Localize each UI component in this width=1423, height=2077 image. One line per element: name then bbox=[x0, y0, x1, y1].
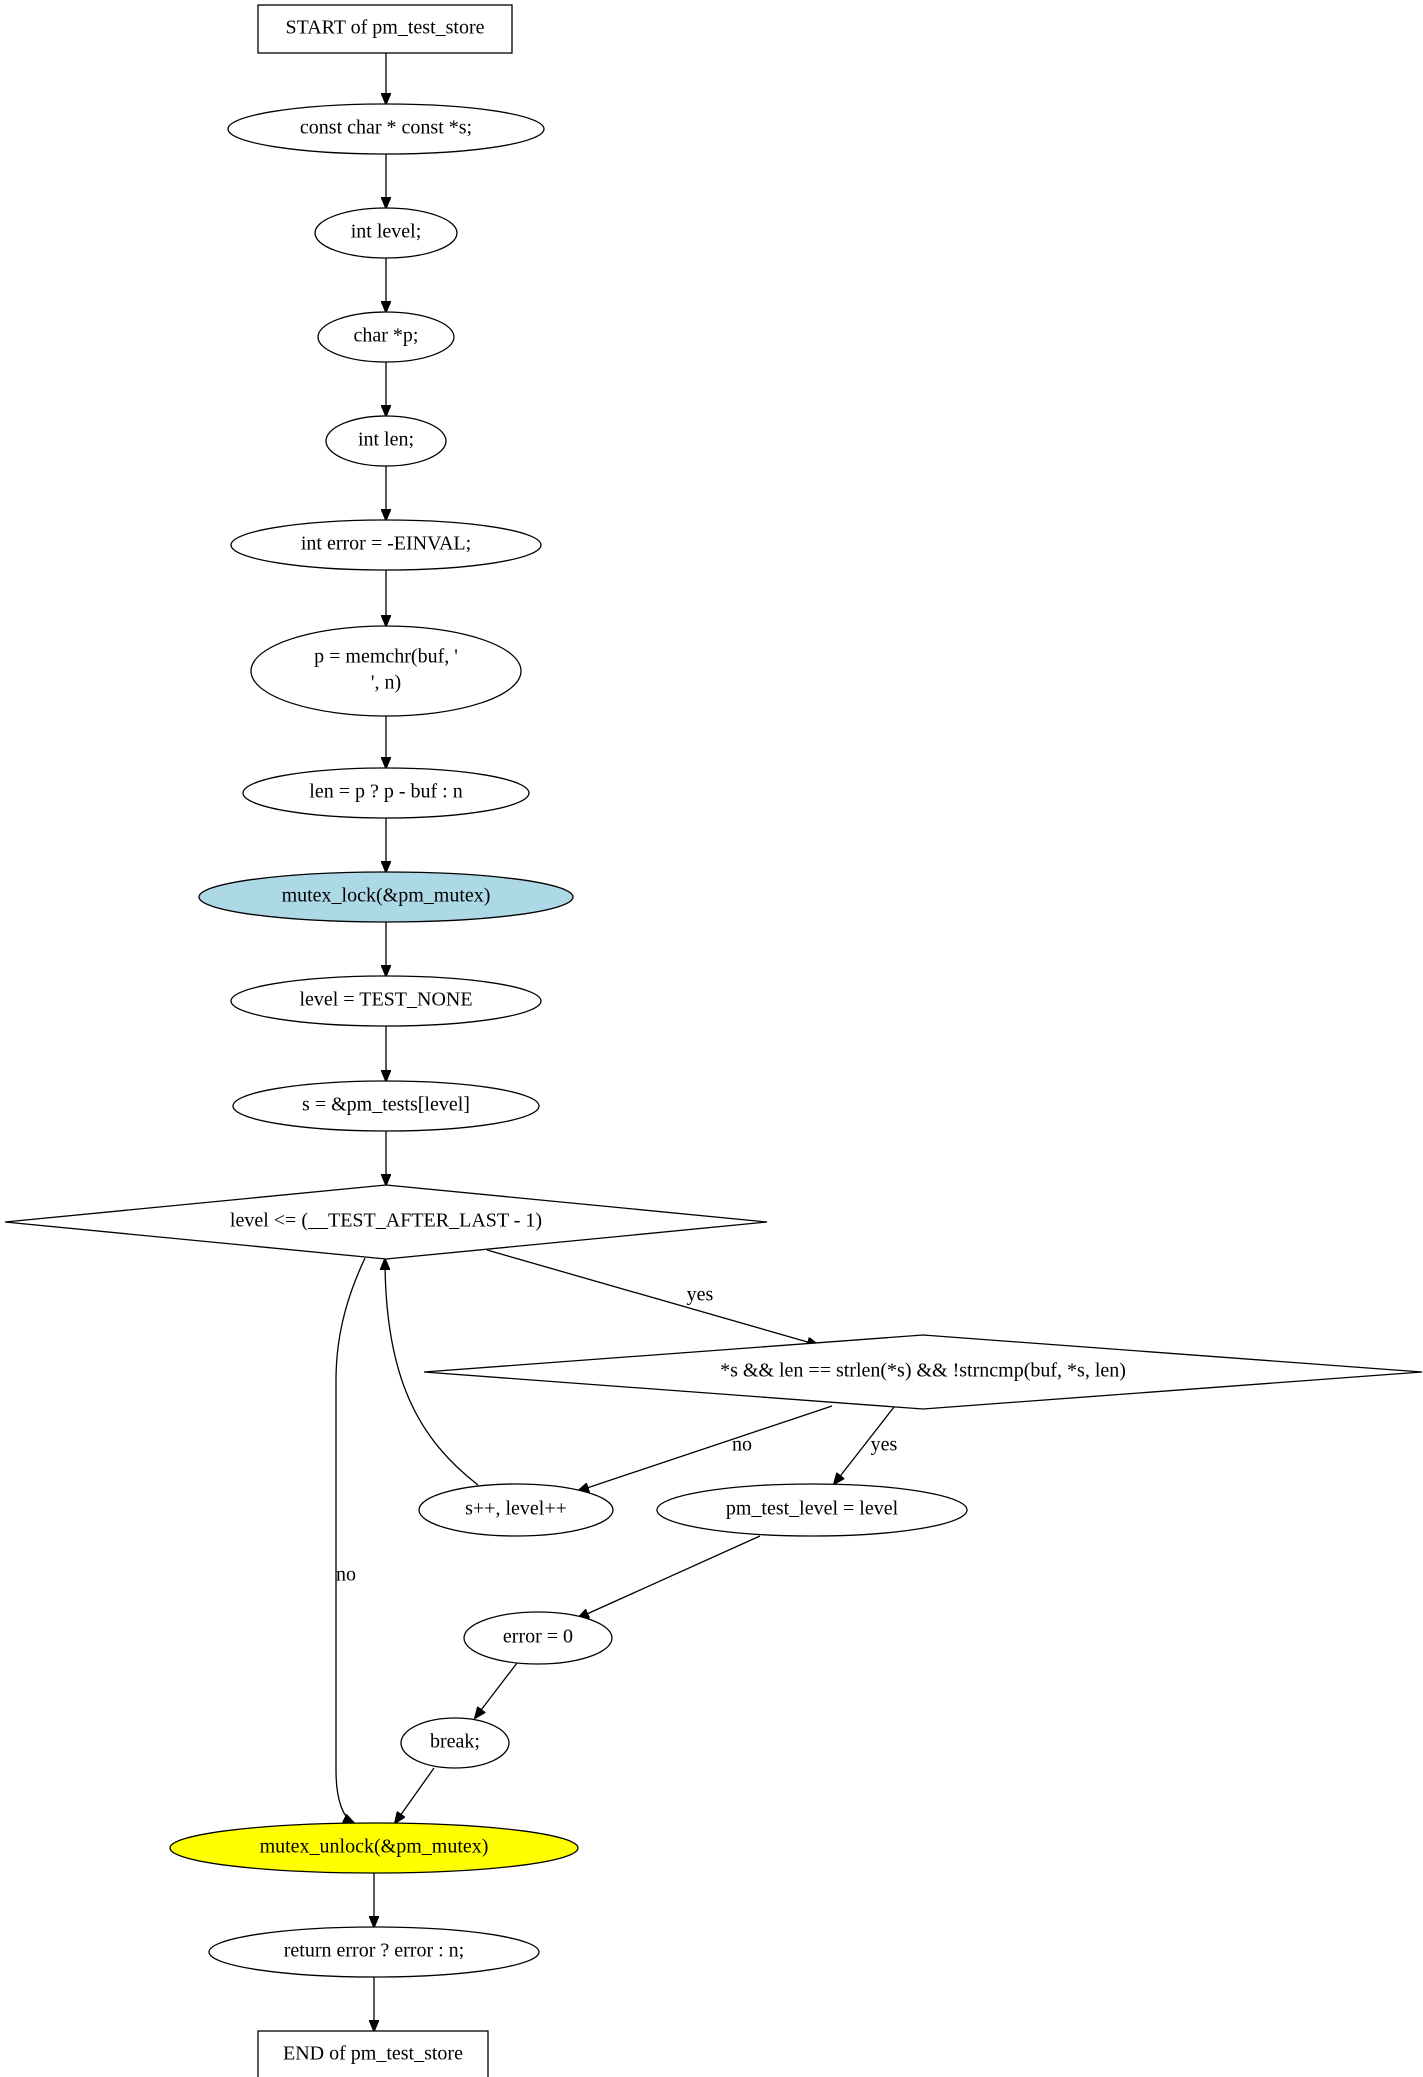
node-level_init: level = TEST_NONE bbox=[230, 975, 542, 1027]
edge-set_level-to-error_zero bbox=[578, 1535, 761, 1618]
node-decl_error: int error = -EINVAL; bbox=[230, 519, 542, 571]
node-return: return error ? error : n; bbox=[208, 1926, 540, 1978]
edge-match_cond-to-set_level: yes bbox=[834, 1406, 898, 1484]
node-decl_len: int len; bbox=[325, 415, 447, 467]
node-start: START of pm_test_store bbox=[257, 4, 513, 54]
edge-label-no: no bbox=[732, 1434, 752, 1456]
node-s_init: s = &pm_tests[level] bbox=[232, 1080, 540, 1132]
node-shape-box bbox=[257, 4, 513, 54]
node-label: level <= (__TEST_AFTER_LAST - 1) bbox=[230, 1210, 542, 1232]
edge-label-yes: yes bbox=[871, 1434, 898, 1456]
edge-line bbox=[395, 1767, 435, 1823]
edge-line bbox=[578, 1405, 833, 1491]
node-len_assign: len = p ? p - buf : n bbox=[242, 767, 530, 819]
edge-line bbox=[834, 1406, 895, 1484]
node-label: s++, level++ bbox=[465, 1498, 567, 1520]
edge-line bbox=[385, 1259, 479, 1486]
node-label: pm_test_level = level bbox=[726, 1498, 899, 1520]
node-memchr: p = memchr(buf, ' ', n) bbox=[250, 625, 522, 717]
node-shape-box bbox=[257, 2030, 489, 2077]
node-label: int level; bbox=[351, 221, 422, 243]
node-break: break; bbox=[400, 1717, 510, 1769]
node-incr: s++, level++ bbox=[418, 1483, 614, 1537]
node-label: break; bbox=[430, 1731, 480, 1753]
node-shape-ellipse bbox=[227, 103, 545, 155]
node-label: char *p; bbox=[354, 325, 419, 347]
node-shape-diamond bbox=[4, 1184, 768, 1260]
node-label: return error ? error : n; bbox=[284, 1940, 464, 1962]
node-label: ', n) bbox=[371, 672, 401, 694]
node-decl_p: char *p; bbox=[317, 311, 455, 363]
node-shape-ellipse bbox=[242, 767, 530, 819]
edge-error_zero-to-break bbox=[475, 1662, 518, 1718]
edge-line bbox=[578, 1535, 761, 1618]
node-label: END of pm_test_store bbox=[283, 2043, 463, 2065]
edge-line bbox=[335, 1257, 366, 1823]
node-label: level = TEST_NONE bbox=[299, 989, 472, 1011]
node-shape-ellipse bbox=[400, 1717, 510, 1769]
node-shape-ellipse bbox=[230, 975, 542, 1027]
node-shape-ellipse bbox=[325, 415, 447, 467]
node-label: *s && len == strlen(*s) && !strncmp(buf,… bbox=[720, 1360, 1126, 1382]
node-set_level: pm_test_level = level bbox=[656, 1483, 968, 1537]
edge-line bbox=[486, 1249, 818, 1345]
edge-loop_cond-to-match_cond: yes bbox=[486, 1249, 818, 1345]
edge-label-no: no bbox=[336, 1564, 356, 1586]
node-label: const char * const *s; bbox=[300, 117, 472, 139]
node-shape-ellipse bbox=[169, 1822, 579, 1874]
node-loop_cond: level <= (__TEST_AFTER_LAST - 1) bbox=[4, 1184, 768, 1260]
node-shape-ellipse bbox=[250, 625, 522, 717]
node-error_zero: error = 0 bbox=[463, 1611, 613, 1665]
node-shape-ellipse bbox=[314, 207, 458, 259]
edge-label-yes: yes bbox=[687, 1284, 714, 1306]
node-mutex_lock: mutex_lock(&pm_mutex) bbox=[198, 871, 574, 923]
node-label: int len; bbox=[358, 429, 414, 451]
node-shape-ellipse bbox=[418, 1483, 614, 1537]
node-mutex_unlock: mutex_unlock(&pm_mutex) bbox=[169, 1822, 579, 1874]
node-shape-diamond bbox=[423, 1334, 1423, 1410]
node-shape-ellipse bbox=[208, 1926, 540, 1978]
node-label: int error = -EINVAL; bbox=[301, 533, 471, 555]
edge-line bbox=[475, 1662, 518, 1718]
edge-incr-to-loop_cond bbox=[385, 1259, 479, 1486]
node-decl_s: const char * const *s; bbox=[227, 103, 545, 155]
node-shape-ellipse bbox=[317, 311, 455, 363]
node-shape-ellipse bbox=[232, 1080, 540, 1132]
edges-layer: yes no no yes bbox=[335, 53, 898, 2031]
edge-match_cond-to-incr: no bbox=[578, 1405, 833, 1491]
node-label: p = memchr(buf, ' bbox=[314, 646, 458, 668]
node-label: error = 0 bbox=[503, 1626, 573, 1648]
node-shape-ellipse bbox=[656, 1483, 968, 1537]
node-match_cond: *s && len == strlen(*s) && !strncmp(buf,… bbox=[423, 1334, 1423, 1410]
node-label: len = p ? p - buf : n bbox=[309, 781, 462, 803]
node-shape-ellipse bbox=[463, 1611, 613, 1665]
node-label: s = &pm_tests[level] bbox=[302, 1094, 470, 1116]
node-shape-ellipse bbox=[230, 519, 542, 571]
node-label: START of pm_test_store bbox=[285, 17, 484, 39]
node-shape-ellipse bbox=[198, 871, 574, 923]
edge-loop_cond-to-mutex_unlock: no bbox=[335, 1257, 366, 1823]
node-label: mutex_unlock(&pm_mutex) bbox=[260, 1836, 489, 1858]
node-end: END of pm_test_store bbox=[257, 2030, 489, 2077]
node-decl_level: int level; bbox=[314, 207, 458, 259]
node-label: mutex_lock(&pm_mutex) bbox=[282, 885, 491, 907]
edge-break-to-mutex_unlock bbox=[395, 1767, 435, 1823]
